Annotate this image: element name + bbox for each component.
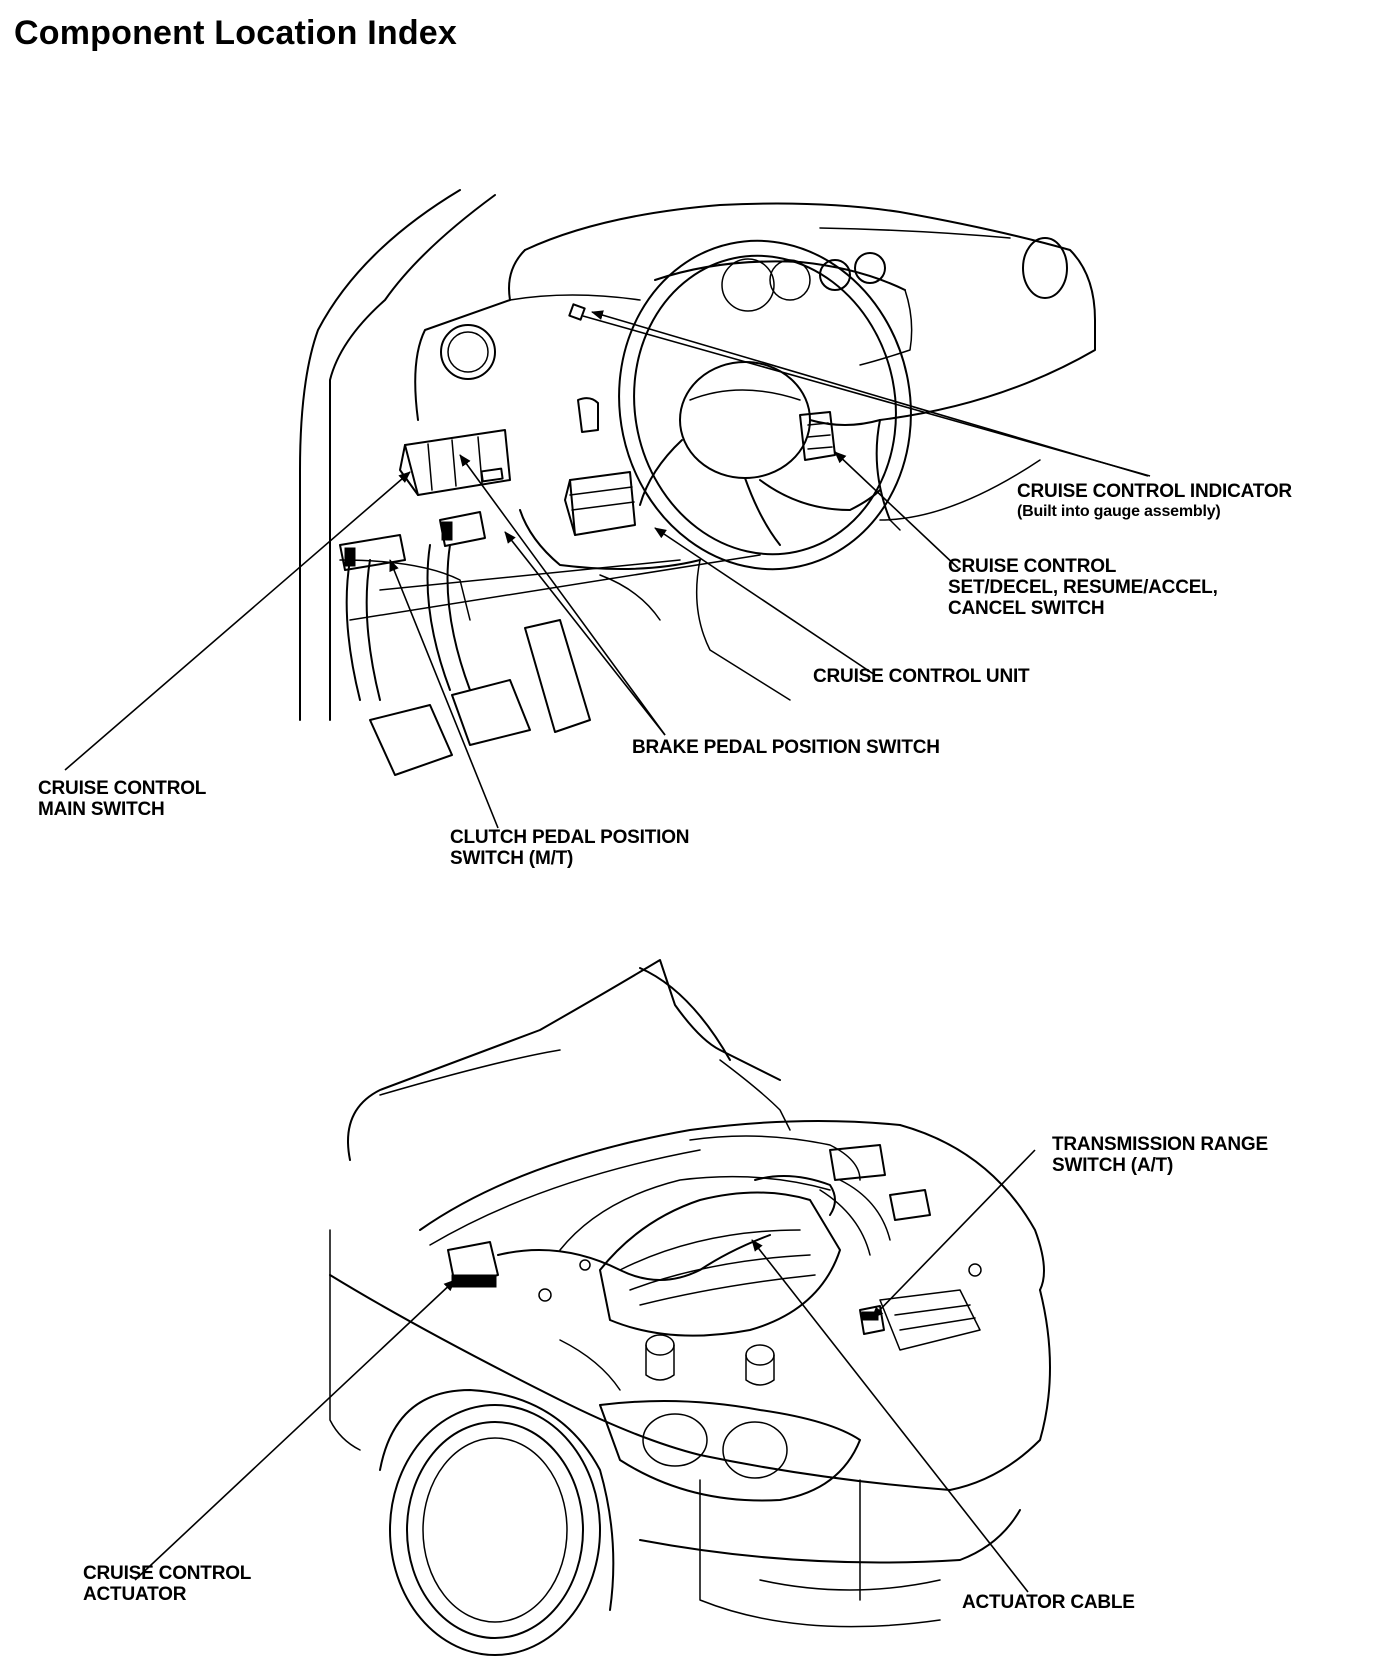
actuator-line-2: ACTUATOR xyxy=(83,1584,187,1605)
main-switch-line-1: CRUISE CONTROL xyxy=(38,778,207,799)
lower-leader-lines xyxy=(134,1149,1036,1593)
clutch-pedal-position-switch-label: CLUTCH PEDAL POSITION SWITCH (M/T) xyxy=(450,827,689,869)
cruise-control-main-switch-label: CRUISE CONTROL MAIN SWITCH xyxy=(38,778,206,820)
engine-bay-illustration xyxy=(329,959,1051,1656)
actuator-cable-label: ACTUATOR CABLE xyxy=(962,1592,1135,1613)
cruise-control-indicator-note: (Built into gauge assembly) xyxy=(1017,503,1221,520)
clutch-switch-line-2: SWITCH (M/T) xyxy=(450,848,574,869)
set-switch-line-1: CRUISE CONTROL xyxy=(948,556,1117,577)
transmission-range-line-2: SWITCH (A/T) xyxy=(1052,1155,1174,1176)
main-switch-line-2: MAIN SWITCH xyxy=(38,799,165,820)
brake-pedal-position-switch-label: BRAKE PEDAL POSITION SWITCH xyxy=(632,737,940,758)
cruise-control-indicator-text: CRUISE CONTROL INDICATOR xyxy=(1017,481,1292,502)
cruise-control-indicator-label: CRUISE CONTROL INDICATOR (Built into gau… xyxy=(1017,481,1292,521)
actuator-cable-text: ACTUATOR CABLE xyxy=(962,1592,1135,1613)
upper-leader-lines xyxy=(64,303,1151,829)
set-resume-cancel-switch-label: CRUISE CONTROL SET/DECEL, RESUME/ACCEL, … xyxy=(948,556,1218,619)
page-title: Component Location Index xyxy=(14,14,458,52)
clutch-switch-line-1: CLUTCH PEDAL POSITION xyxy=(450,827,690,848)
set-switch-line-3: CANCEL SWITCH xyxy=(948,598,1105,619)
actuator-line-1: CRUISE CONTROL xyxy=(83,1563,252,1584)
cruise-control-actuator-label: CRUISE CONTROL ACTUATOR xyxy=(83,1563,251,1605)
set-switch-line-2: SET/DECEL, RESUME/ACCEL, xyxy=(948,577,1218,598)
cruise-control-unit-label: CRUISE CONTROL UNIT xyxy=(813,666,1030,687)
dashboard-illustration xyxy=(299,189,1096,776)
brake-pedal-position-switch-text: BRAKE PEDAL POSITION SWITCH xyxy=(632,737,940,758)
transmission-range-line-1: TRANSMISSION RANGE xyxy=(1052,1134,1268,1155)
transmission-range-switch-label: TRANSMISSION RANGE SWITCH (A/T) xyxy=(1052,1134,1268,1176)
cruise-control-unit-text: CRUISE CONTROL UNIT xyxy=(813,666,1030,687)
